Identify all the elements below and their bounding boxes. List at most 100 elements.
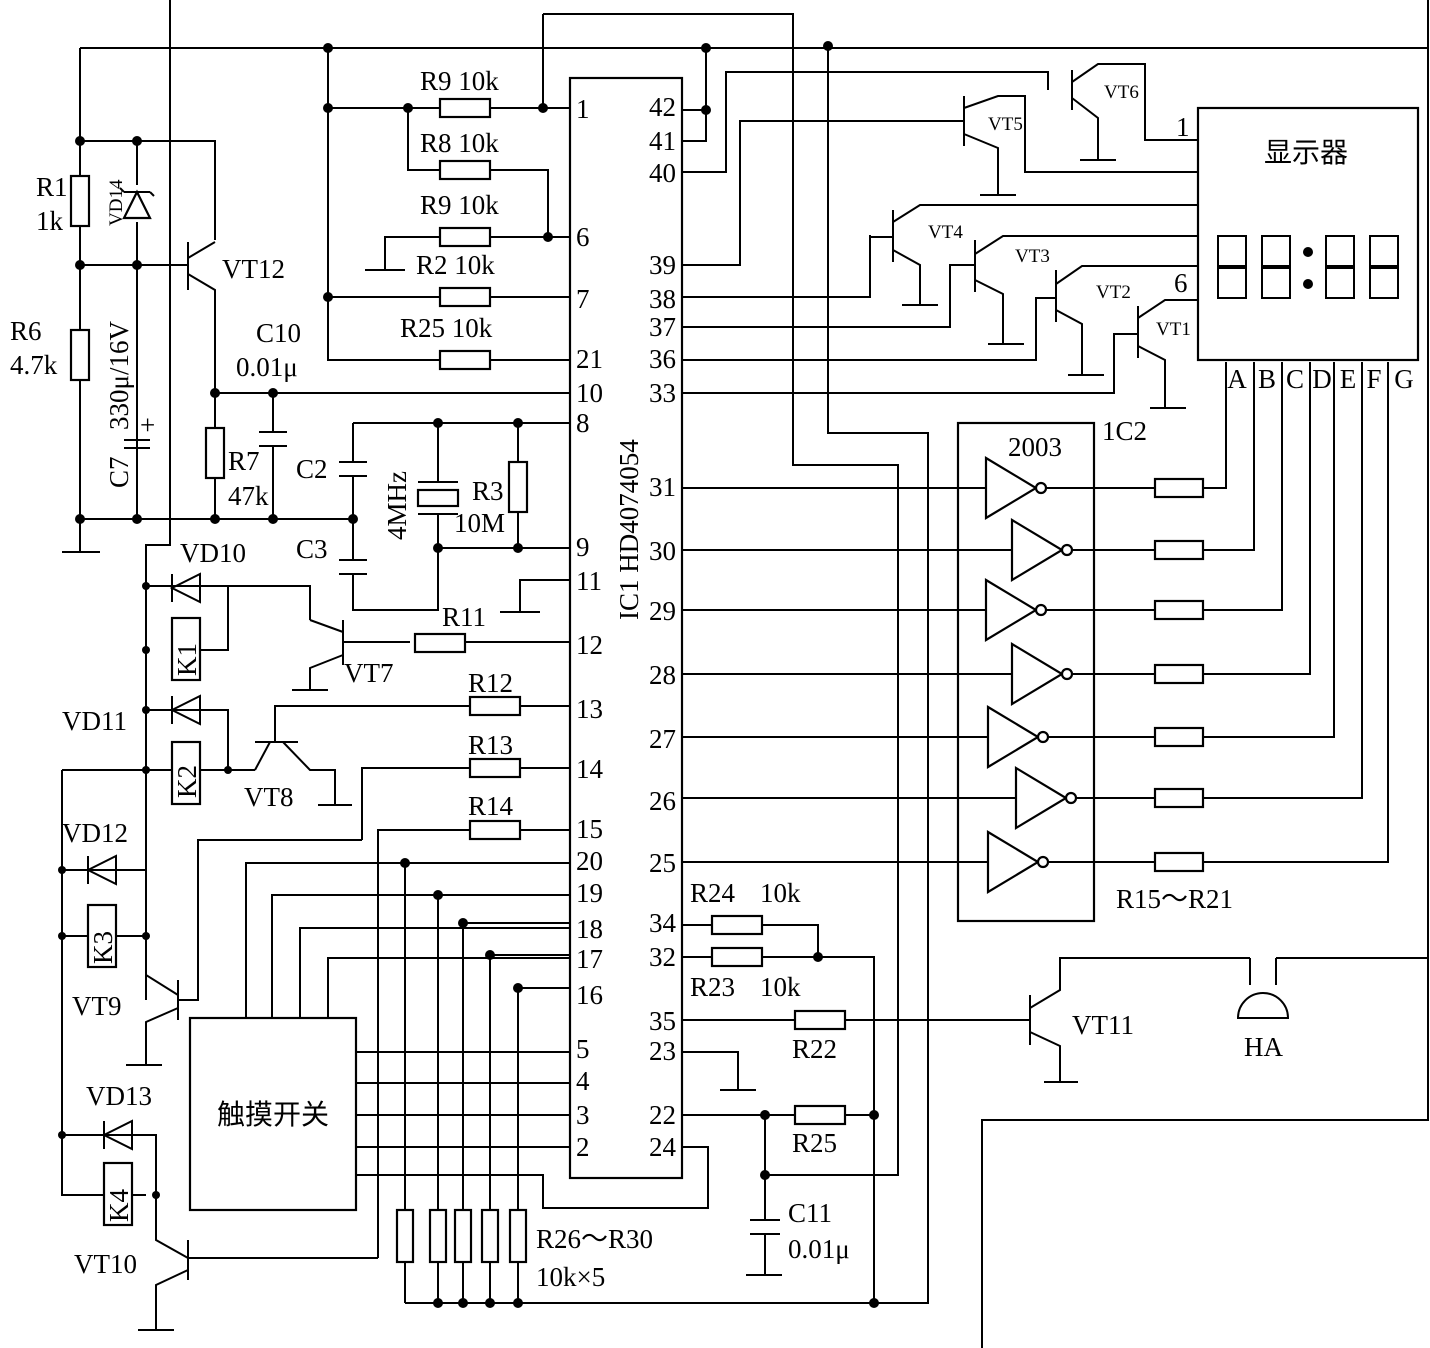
r1-value: 1k [36,206,64,236]
ic1-pin-6: 6 [576,222,590,252]
vd11-label: VD11 [62,706,127,736]
segment-resistor-1 [1153,477,1205,499]
vt7-label: VT7 [344,658,394,688]
ic1-pin-19: 19 [576,878,603,908]
inverter-7 [986,830,1041,894]
vd14-label: VD14 [106,179,127,226]
ic1-pin-31: 31 [649,472,676,502]
ic1-pin-26: 26 [649,786,676,816]
ic1-pin-2: 2 [576,1132,590,1162]
r23-value: 10k [760,972,801,1002]
c10-label: C10 [256,318,301,348]
segment-wire-5 [1048,362,1335,738]
vt10-label: VT10 [74,1249,137,1279]
ic1-pin-21: 21 [576,344,603,374]
r8-label: R8 10k [420,128,499,158]
vd12-label: VD12 [62,818,128,848]
r2-label: R2 10k [416,250,495,280]
vt1-label: VT1 [1156,319,1191,340]
ic1-pin-25: 25 [649,848,676,878]
r6-value: 4.7k [10,350,58,380]
r7-label: R7 [228,446,260,476]
inverter-4 [1010,642,1065,706]
segment-resistor-7 [1153,851,1205,873]
ic1-pin-17: 17 [576,944,603,974]
ic2-name: 1C2 [1102,416,1147,446]
display-title: 显示器 [1264,136,1348,169]
inverter-bubble-5 [1036,730,1050,744]
ic1-pin-22: 22 [649,1100,676,1130]
ic1-pin-13: 13 [576,694,603,724]
c7-value: 330μ/16V [104,321,134,430]
ic1-pin-40: 40 [649,158,676,188]
ic1-pin-23: 23 [649,1036,676,1066]
ha-label: HA [1244,1032,1283,1062]
ic1-pin-10: 10 [576,378,603,408]
vt11-label: VT11 [1072,1010,1134,1040]
ic1-pin-24: 24 [649,1132,677,1162]
k2-label: K2 [172,765,202,798]
r9-mid-label: R9 10k [420,190,499,220]
inverter-bubble-1 [1034,481,1048,495]
k3-label: K3 [88,931,118,964]
segment-wire-3 [1046,362,1283,611]
r22-label: R22 [792,1034,837,1064]
vt4-label: VT4 [928,222,963,243]
power-rails [79,0,1429,1348]
ic1-pin-5: 5 [576,1034,590,1064]
r25-top-label: R25 10k [400,313,493,343]
segment-label-g: G [1394,364,1414,394]
ic1-pin-39: 39 [649,250,676,280]
ic1-pin-1: 1 [576,94,590,124]
vd14-zener [122,189,152,220]
ic1-pin-4: 4 [576,1066,590,1096]
k4-label: K4 [104,1189,134,1222]
seven-segment-digits [1217,235,1399,299]
segment-label-d: D [1312,364,1332,394]
ic1-pin-15: 15 [576,814,603,844]
inverter-3 [984,578,1039,642]
digit-drivers: VT6 VT5 VT4 VT3 VT2 VT1 [682,63,1198,409]
c10-value: 0.01μ [236,352,298,382]
ic2-part: 2003 [1008,432,1062,462]
vd10-label: VD10 [180,538,246,568]
vt12-transistor: VT12 C10 0.01μ R7 47k [187,241,570,520]
r24-label: R24 [690,878,736,908]
r7-value: 47k [228,481,269,511]
ic1: IC1 HD4074054 [568,76,684,1180]
c11-label: C11 [788,1198,832,1228]
ic1-pin-41: 41 [649,126,676,156]
vt8-label: VT8 [244,782,294,812]
ic1-pin-29: 29 [649,596,676,626]
c2-label: C2 [296,454,328,484]
ic1-pin-33: 33 [649,378,676,408]
inverter-bubble-2 [1060,543,1074,557]
r13-label: R13 [468,730,513,760]
inverter-bubble-4 [1060,667,1074,681]
r15-r21-label: R15～R21 [1116,884,1233,914]
r12-label: R12 [468,668,513,698]
segment-resistor-6 [1153,787,1205,809]
k1-label: K1 [172,643,202,676]
r13-r14: R13 R14 [361,730,570,1258]
relay-k1-k2-section: K1 K2 VD10 VT7 R11 VD11 VT8 R12 [62,538,570,812]
inverter-array [682,362,1389,894]
ic1-pin-3: 3 [576,1100,590,1130]
ic1-pin-37: 37 [649,312,676,342]
inverter-bubble-7 [1036,855,1050,869]
ic1-pin-38: 38 [649,284,676,314]
display-pin-6: 6 [1174,268,1188,298]
ic1-name: IC1 HD4074054 [614,439,644,620]
ic1-pin-14: 14 [576,754,604,784]
inverter-bubble-6 [1064,791,1078,805]
display-pin-1: 1 [1176,112,1190,142]
relay-k3-k4-section: K3 K4 VD12 VT9 VD13 VT10 [58,770,378,1331]
segment-label-f: F [1366,364,1381,394]
segment-wire-7 [1048,362,1389,863]
vt6-label: VT6 [1104,82,1139,103]
ic1-pin-27: 27 [649,724,676,754]
r6-label: R6 [10,316,42,346]
